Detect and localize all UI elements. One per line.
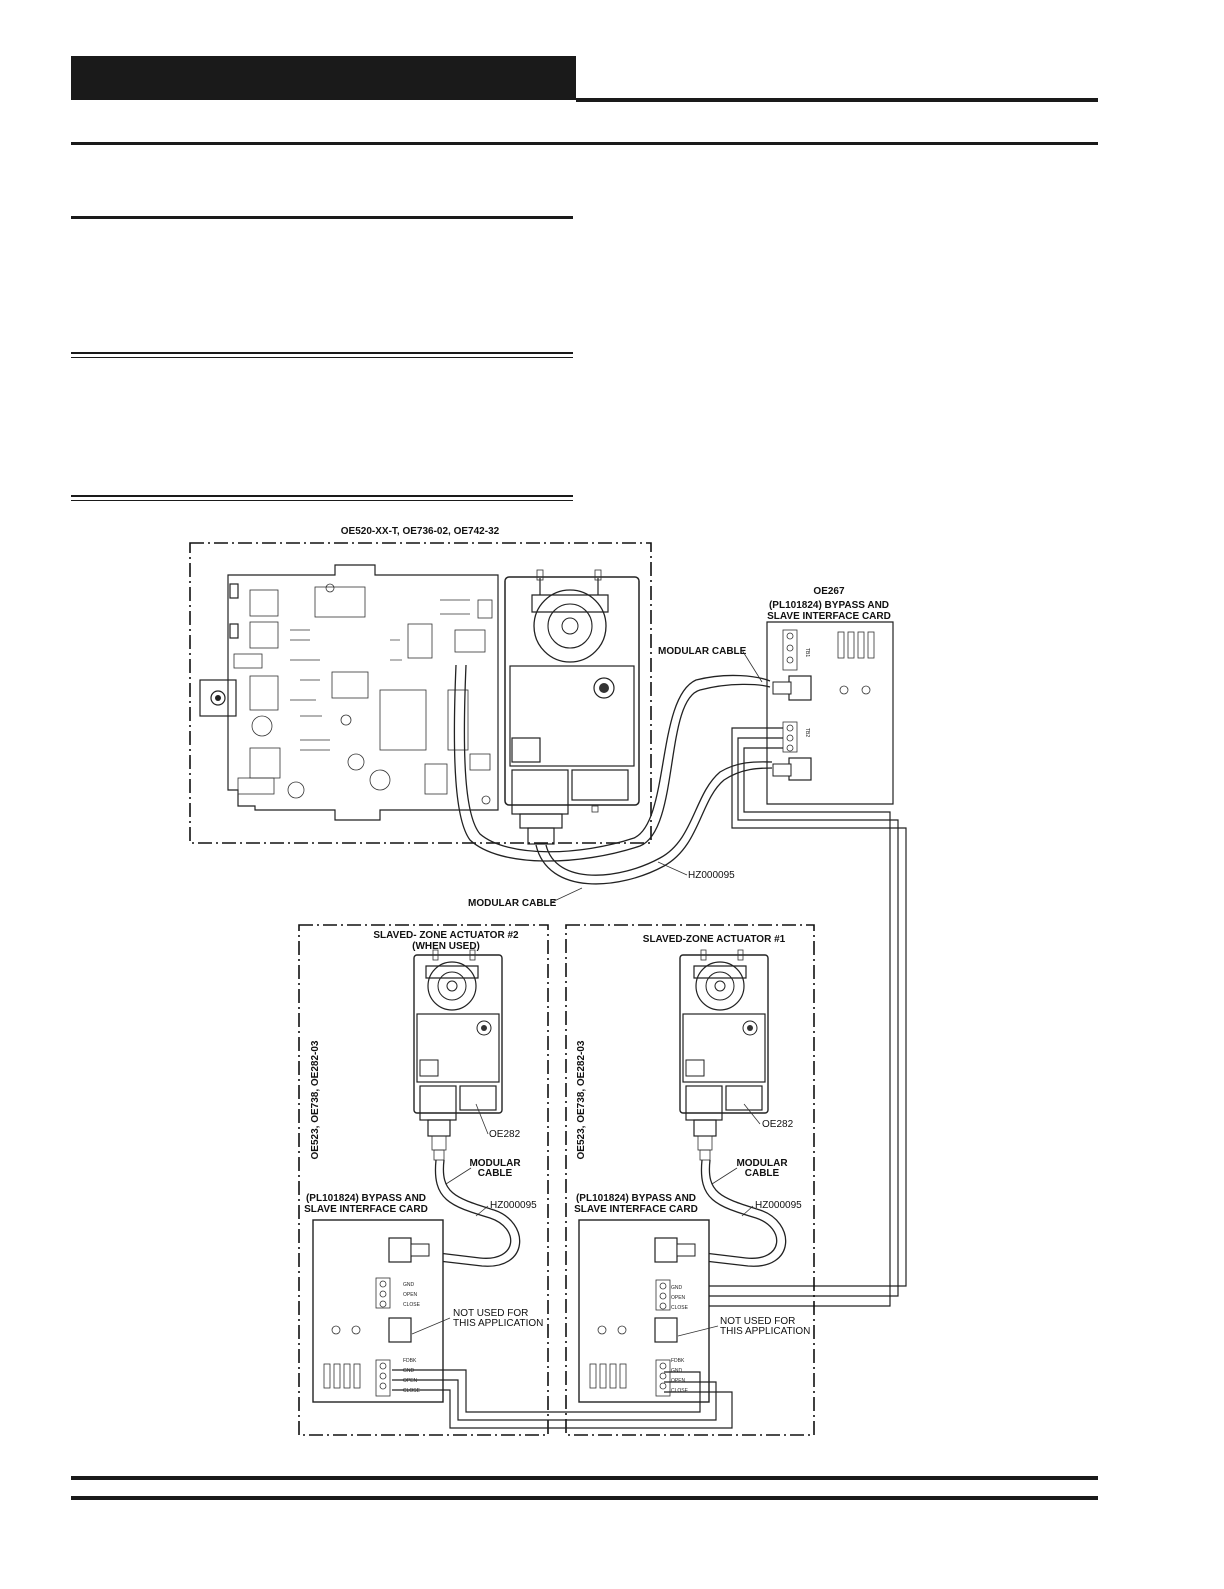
slave2-tb1-open: OPEN <box>403 1378 418 1384</box>
header-rule <box>576 98 1098 102</box>
slave2-modular-label-2: CABLE <box>478 1168 513 1179</box>
modular-cable-b <box>535 761 773 885</box>
slave1-not-used-1: NOT USED FOR <box>720 1316 795 1327</box>
tb1-wiring <box>392 1369 733 1429</box>
main-actuator <box>504 569 640 845</box>
slave1-cable <box>695 1159 787 1267</box>
header-tab <box>71 56 576 100</box>
modular-cable-label-top: MODULAR CABLE <box>658 646 747 657</box>
oe267-tb1-label: TB1 <box>804 648 810 657</box>
slave2-not-used-2: THIS APPLICATION <box>453 1318 543 1329</box>
controller-board <box>199 564 499 821</box>
slave2-tb1-fdbk: FDBK <box>403 1358 417 1364</box>
slave2-tb1-close: CLOSE <box>403 1388 421 1394</box>
slave1-card-label-2: SLAVE INTERFACE CARD <box>574 1204 698 1215</box>
slave1-interface-card <box>578 1219 710 1403</box>
slave2-actuator <box>413 949 503 1161</box>
slave1-not-used-2: THIS APPLICATION <box>720 1326 810 1337</box>
slave1-oe282-label: OE282 <box>762 1119 794 1130</box>
slave2-hz-label: HZ000095 <box>490 1200 537 1211</box>
slave1-tb1-gnd: GND <box>671 1368 683 1374</box>
slave2-cable <box>429 1159 521 1267</box>
modular-cable-a <box>453 664 771 862</box>
main-group-boundary <box>189 542 652 844</box>
slave2-card-label-1: (PL101824) BYPASS AND <box>306 1193 426 1204</box>
oe267-card: OE267 (PL101824) BYPASS AND SLAVE INTERF… <box>766 586 894 805</box>
slave2-title-2: (WHEN USED) <box>412 941 480 952</box>
slave1-side-label: OE523, OE738, OE282-03 <box>576 1040 587 1159</box>
slave1-tb1-open: OPEN <box>671 1378 686 1384</box>
section-rule-c1 <box>71 495 573 497</box>
slave1-hz-label: HZ000095 <box>755 1200 802 1211</box>
slave2-oe282-label: OE282 <box>489 1129 521 1140</box>
slave2-tb1-gnd: GND <box>403 1368 415 1374</box>
tb2-wiring <box>684 727 907 1307</box>
slave2-title-1: SLAVED- ZONE ACTUATOR #2 <box>373 930 519 941</box>
slave2-side-label: OE523, OE738, OE282-03 <box>310 1040 321 1159</box>
slave1-modular-label-2: CABLE <box>745 1168 780 1179</box>
footer-rule-2 <box>71 1496 1098 1500</box>
oe267-subtitle-1: (PL101824) BYPASS AND <box>769 600 889 611</box>
slave2-card-label-2: SLAVE INTERFACE CARD <box>304 1204 428 1215</box>
slave2-modular-label-1: MODULAR <box>469 1158 521 1169</box>
section-rule <box>71 142 1098 145</box>
slave1-actuator <box>679 949 769 1161</box>
oe267-tb2-label: TB2 <box>804 728 810 737</box>
section-rule-b1 <box>71 352 573 354</box>
slave1-modular-label-1: MODULAR <box>736 1158 788 1169</box>
slave1-tb1-fdbk: FDBK <box>671 1358 685 1364</box>
section-rule-c2 <box>71 500 573 501</box>
slave1-tb2-gnd: GND <box>671 1285 683 1291</box>
slave2-tb2-open: OPEN <box>403 1292 418 1298</box>
slave2-tb2-gnd: GND <box>403 1282 415 1288</box>
slave1-card-label-1: (PL101824) BYPASS AND <box>576 1193 696 1204</box>
section-rule-a <box>71 216 573 219</box>
main-group-title: OE520-XX-T, OE736-02, OE742-32 <box>341 526 500 537</box>
slave2-interface-card <box>312 1219 444 1403</box>
slave1-title-1: SLAVED-ZONE ACTUATOR #1 <box>643 934 786 945</box>
slave2-not-used-1: NOT USED FOR <box>453 1308 528 1319</box>
slave2-boundary <box>298 924 549 1436</box>
oe267-subtitle-2: SLAVE INTERFACE CARD <box>767 611 891 622</box>
oe267-title: OE267 <box>813 586 845 597</box>
slave1-boundary <box>565 924 815 1436</box>
slave1-tb2-close: CLOSE <box>671 1305 689 1311</box>
slave1-tb1-close: CLOSE <box>671 1388 689 1394</box>
footer-rule-1 <box>71 1476 1098 1480</box>
hz000095-label-top: HZ000095 <box>688 870 735 881</box>
slave2-tb2-close: CLOSE <box>403 1302 421 1308</box>
slave1-tb2-open: OPEN <box>671 1295 686 1301</box>
section-rule-b2 <box>71 357 573 358</box>
modular-cable-label-bottom: MODULAR CABLE <box>468 898 557 909</box>
